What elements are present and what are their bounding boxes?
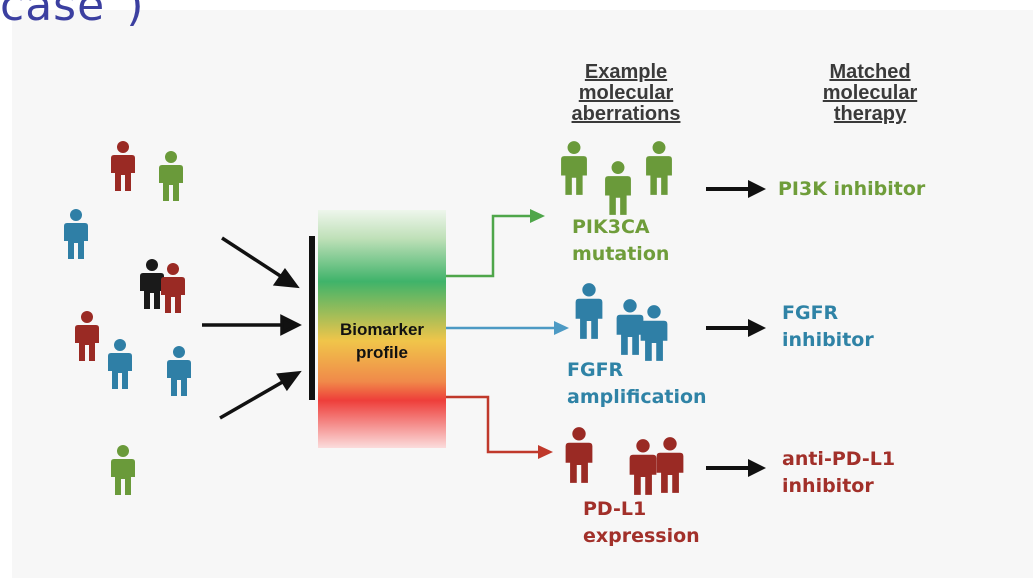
arrow-icon <box>219 378 287 420</box>
person-icon <box>646 141 672 195</box>
branch-arrow-red <box>446 395 553 459</box>
branch-arrow-green <box>446 209 545 278</box>
person-icon <box>108 339 132 389</box>
person-icon <box>656 437 684 493</box>
patient-pool <box>64 141 191 495</box>
person-icon <box>64 209 88 259</box>
person-icon <box>75 311 99 361</box>
arrow-head <box>280 314 302 336</box>
person-icon <box>167 346 191 396</box>
person-icon <box>629 439 657 495</box>
arrow-icon <box>221 236 286 281</box>
title-fragment: case") <box>0 0 145 31</box>
person-icon <box>161 263 185 313</box>
therapy-arrows <box>706 180 766 477</box>
biomarker-gradient-bar <box>318 210 446 448</box>
person-icon <box>111 445 135 495</box>
person-icon <box>575 283 603 339</box>
person-icon <box>616 299 644 355</box>
arrow-head <box>272 267 300 289</box>
person-icon <box>140 259 164 309</box>
biomarker-profile-label: Biomarker profile <box>339 320 425 362</box>
person-icon <box>159 151 183 201</box>
person-icon <box>640 305 668 361</box>
aberration-label-pik3ca: PIK3CA mutation <box>572 216 670 265</box>
pik3ca-group <box>561 141 672 215</box>
arrow-head <box>748 319 766 337</box>
header-matched-therapy: Matched molecular therapy <box>822 61 918 125</box>
arrow-head <box>748 180 766 198</box>
fgfr-group <box>575 283 668 361</box>
therapy-label-fgfr: FGFR inhibitor <box>782 302 874 351</box>
arrow-head <box>748 459 766 477</box>
aberration-label-fgfr: FGFR amplification <box>567 359 707 408</box>
person-icon <box>561 141 587 195</box>
pdl1-group <box>565 427 684 495</box>
person-icon <box>111 141 135 191</box>
aberration-label-pdl1: PD-L1 expression <box>583 498 700 547</box>
input-arrows <box>202 236 302 420</box>
branch-arrow-blue <box>446 321 569 335</box>
person-icon <box>565 427 593 483</box>
arrow-head <box>276 370 302 392</box>
header-example-aberrations: Example molecular aberrations <box>571 61 681 125</box>
therapy-label-anti-pdl1: anti-PD-L1 inhibitor <box>782 448 896 497</box>
therapy-label-pi3k: PI3K inhibitor <box>778 178 926 200</box>
person-icon <box>605 161 631 215</box>
